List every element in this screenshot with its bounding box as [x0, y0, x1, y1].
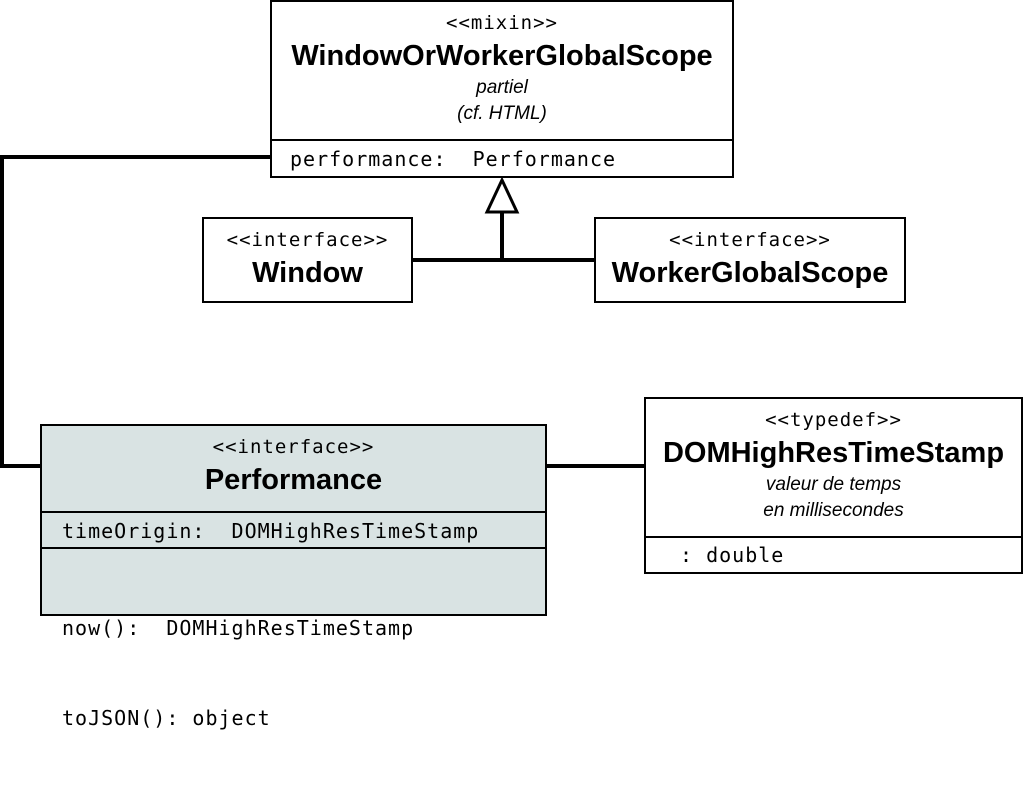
window-name: Window — [252, 257, 363, 289]
performance-stereotype: <<interface>> — [212, 436, 375, 458]
realization-arrowhead — [484, 176, 520, 214]
typedef-note-2: en millisecondes — [763, 500, 904, 521]
mixin-note-1: partiel — [476, 77, 528, 98]
performance-method-now: now(): DOMHighResTimeStamp — [62, 616, 415, 640]
performance-methods: now(): DOMHighResTimeStamp toJSON(): obj… — [42, 547, 545, 730]
mixin-stereotype: <<mixin>> — [446, 12, 558, 34]
performance-method-tojson: toJSON(): object — [62, 706, 271, 730]
mixin-attribute: performance: Performance — [272, 139, 732, 178]
mixin-note-2: (cf. HTML) — [457, 103, 547, 124]
worker-stereotype: <<interface>> — [669, 229, 831, 251]
window-stereotype: <<interface>> — [226, 229, 389, 251]
worker-box: <<interface>> WorkerGlobalScope — [594, 217, 906, 303]
typedef-stereotype: <<typedef>> — [765, 409, 902, 431]
worker-name: WorkerGlobalScope — [611, 257, 889, 289]
typedef-box: <<typedef>> DOMHighResTimeStamp valeur d… — [644, 397, 1023, 574]
typedef-name: DOMHighResTimeStamp — [662, 437, 1005, 469]
typedef-attribute: : double — [646, 536, 1021, 572]
mixin-box: <<mixin>> WindowOrWorkerGlobalScope part… — [270, 0, 734, 178]
typedef-note-1: valeur de temps — [765, 474, 902, 495]
association-line-performance — [0, 155, 271, 468]
performance-attribute: timeOrigin: DOMHighResTimeStamp — [42, 511, 545, 549]
performance-name: Performance — [204, 464, 383, 496]
mixin-name: WindowOrWorkerGlobalScope — [291, 40, 713, 72]
window-box: <<interface>> Window — [202, 217, 413, 303]
performance-box: <<interface>> Performance timeOrigin: DO… — [40, 424, 547, 730]
connector-lines — [0, 155, 645, 468]
